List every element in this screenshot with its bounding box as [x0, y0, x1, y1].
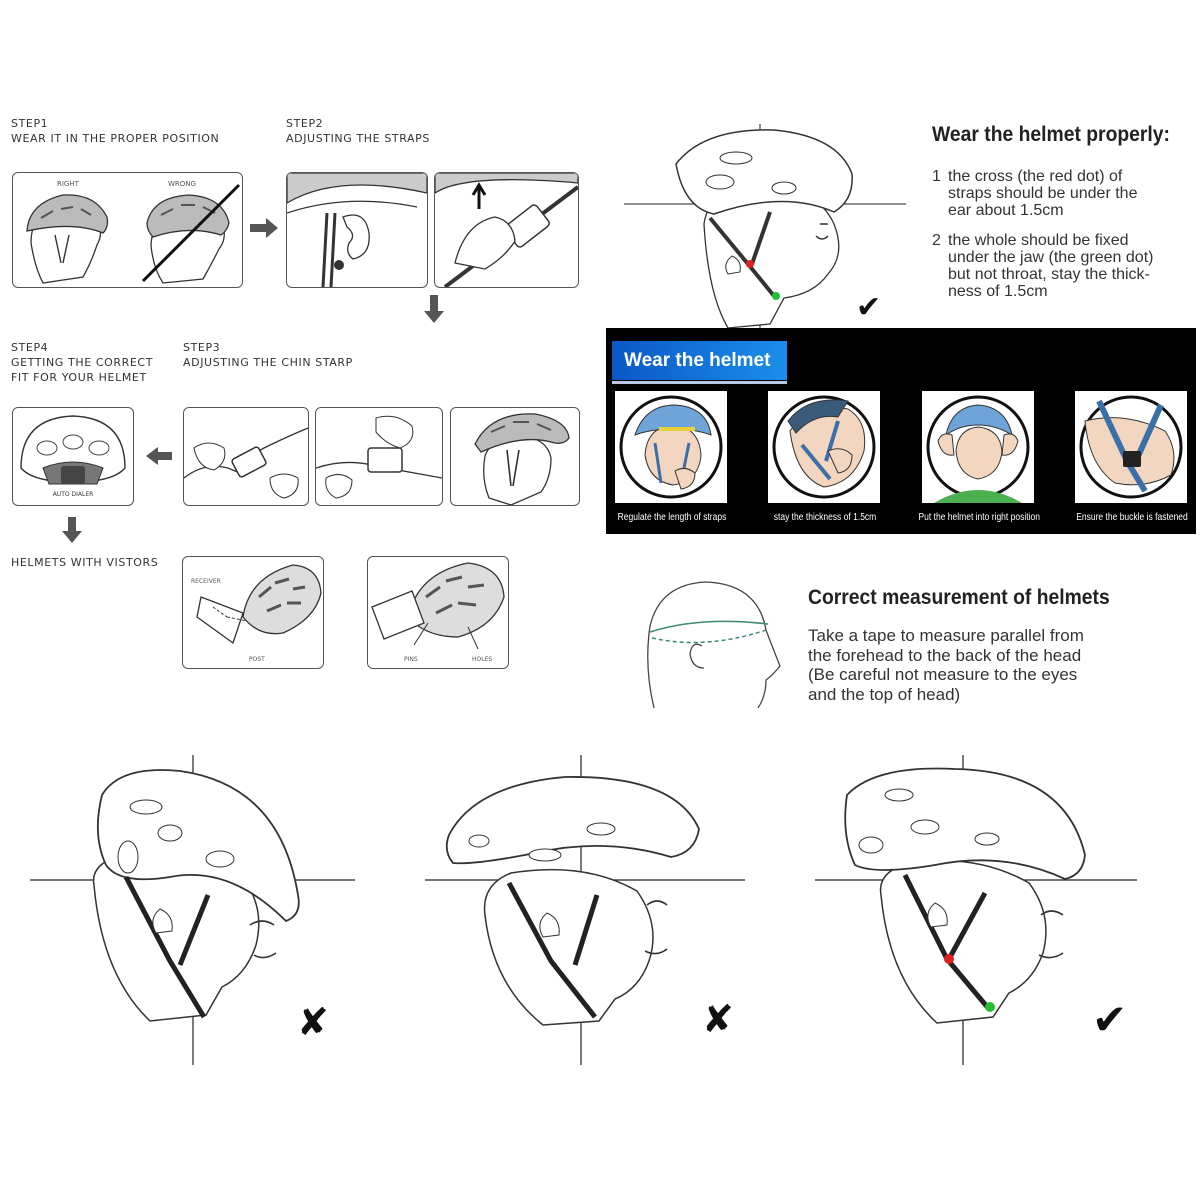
step3-illustration-buckle [183, 407, 309, 506]
step4-title-line2: FIT FOR YOUR HELMET [11, 371, 147, 384]
post-label: POST [249, 656, 265, 663]
step3-heading: STEP3 ADJUSTING THE CHIN STARP [183, 340, 353, 370]
thumb-right-position [922, 391, 1034, 503]
visor-illustration-2: PINS HOLES [367, 556, 509, 669]
wear-properly-item-1: 1 the cross (the red dot) of straps shou… [932, 168, 1192, 232]
visors-heading: HELMETS WITH VISTORS [11, 556, 159, 569]
cross-mark-icon: ✘ [297, 1002, 329, 1044]
step2-heading: STEP2 ADJUSTING THE STRAPS [286, 116, 430, 146]
item-1-number: 1 [932, 168, 941, 185]
measurement-figure [640, 576, 786, 709]
regulate-straps-drawing [619, 395, 723, 499]
buckle-fastened-drawing [1079, 395, 1183, 499]
item-1-line3: ear about 1.5cm [948, 202, 1064, 219]
arrow-down-icon [424, 295, 444, 323]
fit-wrong-1-drawing [30, 755, 355, 1065]
step2-illustration-slider [434, 172, 579, 288]
measurement-line1: Take a tape to measure parallel from [808, 626, 1084, 645]
caption-right-position: Put the helmet into right position [918, 512, 1040, 523]
step4-illustration: AUTO DIALER [12, 407, 134, 506]
visor-drawing-2: PINS HOLES [371, 562, 505, 663]
red-dot [746, 260, 754, 268]
measurement-line2: the forehead to the back of the head [808, 645, 1082, 665]
item-2-line1: the whole should be fixed [948, 232, 1129, 249]
arrow-left-icon [146, 447, 172, 465]
caption-regulate-straps: Regulate the length of straps [617, 512, 727, 523]
fit-correct-drawing [815, 755, 1137, 1065]
step3-illustration-head [450, 407, 580, 506]
wrong-label: WRONG [168, 180, 196, 188]
step1-drawing: RIGHT WRONG [26, 180, 241, 284]
arrow-down-icon [62, 517, 82, 543]
thickness-drawing [772, 395, 876, 499]
wear-properly-item-2: 2 the whole should be fixed under the ja… [932, 232, 1192, 302]
thumb-thickness [768, 391, 880, 503]
holes-label: HOLES [472, 656, 492, 663]
fit-example-wrong-2 [425, 755, 745, 1065]
measurement-line4: and the top of head) [808, 684, 961, 704]
step1-heading: STEP1 WEAR IT IN THE PROPER POSITION [11, 116, 219, 146]
caption-buckle-fastened: Ensure the buckle is fastened [1076, 512, 1188, 523]
step3-head-drawing [474, 413, 570, 505]
measurement-title: Correct measurement of helmets [808, 586, 1110, 609]
thumb-buckle-fastened [1075, 391, 1187, 503]
visor-illustration-1: RECEIVER POST [182, 556, 324, 669]
fit-example-correct [815, 755, 1140, 1065]
step4-drawing: AUTO DIALER [20, 415, 126, 498]
thumb-regulate-straps [615, 391, 727, 503]
item-1-line1: the cross (the red dot) of [948, 168, 1123, 185]
right-label: RIGHT [57, 180, 80, 188]
measurement-text: Take a tape to measure parallel from the… [808, 626, 1188, 704]
step4-number: STEP4 [11, 341, 49, 354]
measurement-drawing [647, 581, 781, 709]
caption-thickness: stay the thickness of 1.5cm [773, 512, 877, 523]
fit-example-wrong-1 [30, 755, 360, 1065]
step1-number: STEP1 [11, 117, 49, 130]
cross-mark-icon: ✘ [702, 999, 734, 1041]
red-dot [944, 954, 954, 964]
check-mark-icon: ✔ [856, 291, 882, 324]
step2-number: STEP2 [286, 117, 324, 130]
receiver-label: RECEIVER [191, 578, 221, 585]
green-dot [772, 292, 780, 300]
green-dot [985, 1002, 995, 1012]
step1-title: WEAR IT IN THE PROPER POSITION [11, 132, 220, 145]
item-2-line4: ness of 1.5cm [948, 283, 1048, 300]
step3-title: ADJUSTING THE CHIN STARP [183, 356, 353, 369]
arrow-right-icon [250, 218, 278, 238]
wear-properly-list: 1 the cross (the red dot) of straps shou… [932, 168, 1192, 302]
wear-properly-drawing [624, 124, 906, 330]
step4-heading: STEP4 GETTING THE CORRECT FIT FOR YOUR H… [11, 340, 153, 385]
step3-illustration-press [315, 407, 443, 506]
item-2-number: 2 [932, 232, 941, 249]
wear-properly-figure [624, 124, 906, 330]
item-2-line2: under the jaw (the green dot) [948, 249, 1154, 266]
pins-label: PINS [404, 656, 418, 663]
measurement-line3: (Be careful not measure to the eyes [808, 665, 1078, 684]
step2-slider-drawing [435, 173, 578, 287]
step2-ear-drawing [287, 173, 427, 287]
auto-dialer-label: AUTO DIALER [53, 491, 94, 498]
right-position-drawing [926, 395, 1030, 503]
step3-buckle-drawing [184, 427, 308, 499]
visor-drawing-1: RECEIVER POST [191, 564, 322, 663]
wear-properly-title: Wear the helmet properly: [932, 123, 1170, 146]
fit-wrong-2-drawing [425, 755, 745, 1065]
step2-title: ADJUSTING THE STRAPS [286, 132, 430, 145]
wear-helmet-banner: Wear the helmet [612, 341, 787, 384]
item-1-line2: straps should be under the [948, 185, 1138, 202]
step4-title-line1: GETTING THE CORRECT [11, 356, 154, 369]
step3-number: STEP3 [183, 341, 221, 354]
check-mark-icon: ✔ [1092, 996, 1128, 1043]
step2-illustration-ear [286, 172, 428, 288]
item-2-line3: but not throat, stay the thick- [948, 266, 1150, 283]
step1-illustration: RIGHT WRONG [12, 172, 243, 288]
step3-press-drawing [316, 415, 442, 499]
